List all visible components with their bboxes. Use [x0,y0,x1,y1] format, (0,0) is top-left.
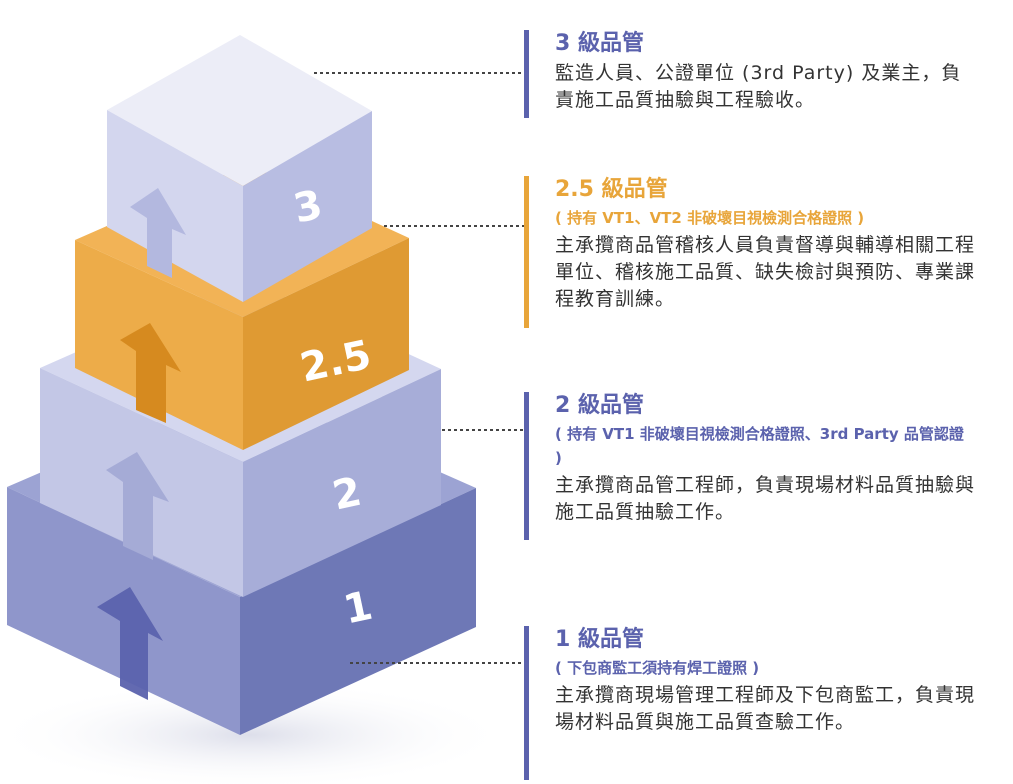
level-3-description: 監造人員、公證單位 (3rd Party) 及業主，負責施工品質抽驗與工程驗收。 [555,62,962,111]
level-2-note: ( 持有 VT1 非破壞目視檢測合格證照、3rd Party 品管認證 ) [555,425,964,467]
box-level-3-right [243,111,372,302]
level-2-title: 2 級品管 [555,393,644,418]
level-3-block: 3 級品管 監造人員、公證單位 (3rd Party) 及業主，負責施工品質抽驗… [524,30,975,118]
level-2-5-note: ( 持有 VT1、VT2 非破壞目視檢測合格證照 ) [555,209,865,227]
box-level-3-left [107,110,243,302]
box-level-2-right [243,369,441,597]
box-level-3: 3 [107,35,372,302]
level-1-title: 1 級品管 [555,627,644,652]
pyramid-diagram: 1 2 2.5 3 [0,35,524,784]
floor-shadow [0,680,510,784]
level-2-5-title: 2.5 級品管 [555,177,668,202]
arrow-up-icon [106,452,169,560]
level-2-block: 2 級品管 ( 持有 VT1 非破壞目視檢測合格證照、3rd Party 品管認… [524,392,975,540]
level-1-description: 主承攬商現場管理工程師及下包商監工，負責現場材料品質與施工品質查驗工作。 [555,684,976,733]
box-level-2-5-right [243,238,409,450]
box-level-3-top [107,35,372,186]
level-1-block: 1 級品管 ( 下包商監工須持有焊工證照 ) 主承攬商現場管理工程師及下包商監工… [524,626,975,780]
level-2-description: 主承攬商品管工程師，負責現場材料品質抽驗與施工品質抽驗工作。 [555,474,976,523]
level-1-note: ( 下包商監工須持有焊工證照 ) [555,659,760,677]
arrow-up-icon [130,188,186,278]
level-2-5-description: 主承攬商品管稽核人員負責督導與輔導相關工程單位、稽核施工品質、缺失檢討與預防、專… [555,234,976,310]
box-level-1-right [240,488,476,735]
level-2-5-block: 2.5 級品管 ( 持有 VT1、VT2 非破壞目視檢測合格證照 ) 主承攬商品… [524,176,975,328]
arrow-up-icon [120,323,181,423]
arrow-up-icon [97,587,163,700]
level-3-title: 3 級品管 [555,31,644,56]
